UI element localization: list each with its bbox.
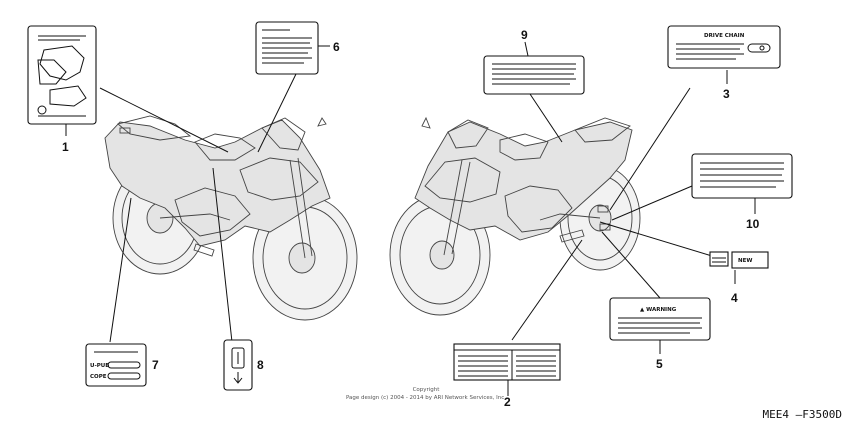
label-1 xyxy=(27,25,97,125)
left-motorcycle-illustration xyxy=(104,115,358,321)
part-number-1: 1 xyxy=(62,140,69,154)
diagram-code: MEE4 —F3500D xyxy=(763,408,842,421)
leader-lines xyxy=(65,41,756,396)
copyright-line-2: Page design (c) 2004 - 2014 by ARI Netwo… xyxy=(346,395,506,401)
part-number-10: 10 xyxy=(746,217,760,231)
copyright-line-1: Copyright xyxy=(413,387,441,393)
label-7-text-top: U-PUB xyxy=(90,363,109,369)
part-number-7: 7 xyxy=(152,358,159,372)
label-4-text: NEW xyxy=(738,258,752,264)
part-number-9: 9 xyxy=(521,28,528,42)
part-number-3: 3 xyxy=(723,87,730,101)
label-9 xyxy=(483,55,585,95)
part-number-5: 5 xyxy=(656,357,663,371)
label-4: NEW xyxy=(709,251,769,269)
label-10 xyxy=(691,153,793,199)
right-motorcycle-illustration xyxy=(389,116,641,316)
label-6 xyxy=(255,21,319,75)
label-3: DRIVE CHAIN xyxy=(667,25,781,69)
label-7: U-PUB COPE xyxy=(85,343,147,387)
part-number-8: 8 xyxy=(257,358,264,372)
label-5: ▲ WARNING xyxy=(609,297,711,341)
part-number-4: 4 xyxy=(731,291,738,305)
label-5-text: ▲ WARNING xyxy=(640,307,677,313)
label-7-text-bottom: COPE xyxy=(90,374,107,380)
part-number-2: 2 xyxy=(504,395,511,409)
label-2 xyxy=(453,343,561,381)
label-8 xyxy=(223,339,253,391)
part-number-6: 6 xyxy=(333,40,340,54)
label-3-text: DRIVE CHAIN xyxy=(704,33,745,39)
